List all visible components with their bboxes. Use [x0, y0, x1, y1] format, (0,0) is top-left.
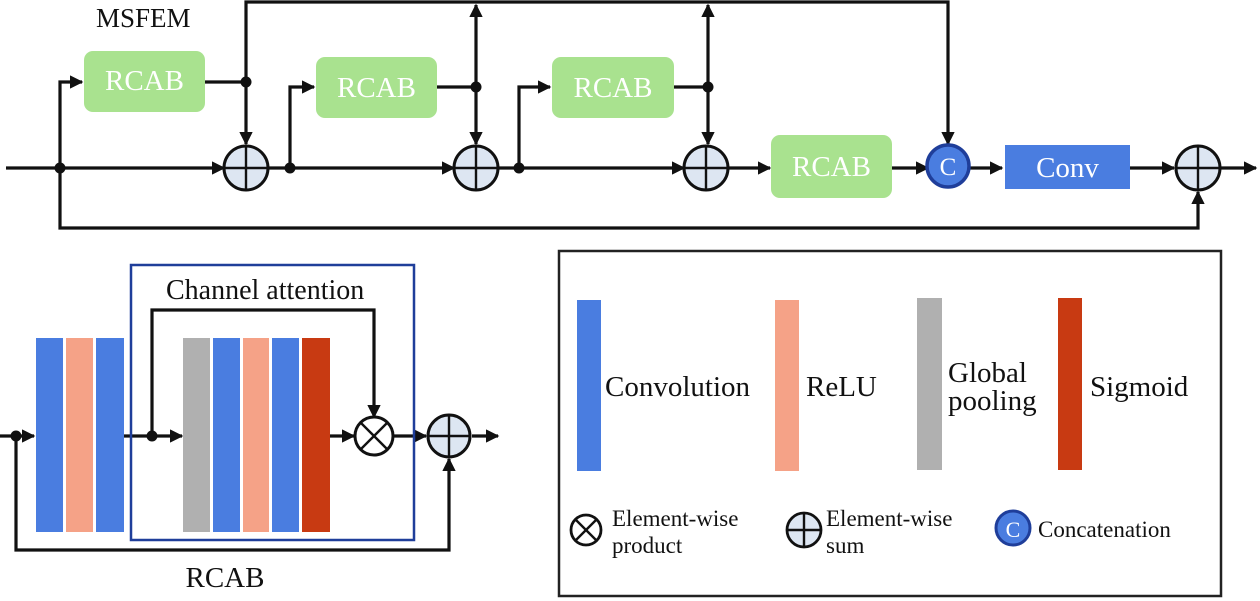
conv-bar: [96, 338, 124, 532]
relu-bar: [243, 338, 269, 532]
conv-bar: [272, 338, 299, 532]
sum-node-final: [1174, 144, 1222, 192]
channel-attention-frame: [129, 263, 416, 542]
legend-pooling-swatch: [917, 298, 942, 470]
rcab-caption: RCAB: [186, 562, 265, 594]
concat-node: C: [925, 143, 971, 189]
legend-sum-label-2: sum: [826, 533, 864, 558]
msfem-title: MSFEM: [96, 3, 191, 33]
sum-node-2: [452, 144, 500, 192]
sum-node-3: [682, 144, 730, 192]
concat-symbol: C: [940, 154, 957, 181]
legend-concat-icon: C: [994, 509, 1032, 547]
legend-conv-label: Convolution: [605, 371, 751, 403]
legend-pooling-label-2: pooling: [948, 385, 1037, 417]
legend: Convolution ReLU Global pooling Sigmoid …: [557, 249, 1223, 598]
msfem-connections: [6, 0, 1258, 230]
sum-node: [426, 413, 472, 459]
rcab-block-2: RCAB: [316, 57, 437, 118]
legend-relu-swatch: [775, 300, 799, 471]
legend-sum-icon: [785, 511, 823, 549]
rcab-block-1: RCAB: [84, 51, 205, 112]
relu-bar: [66, 338, 93, 532]
pooling-bar: [183, 338, 210, 532]
legend-concat-symbol: C: [1006, 517, 1021, 542]
legend-sum-label-1: Element-wise: [826, 506, 952, 531]
conv-label: Conv: [1036, 152, 1099, 184]
legend-conv-swatch: [577, 300, 601, 471]
rcab-block-3: RCAB: [552, 57, 674, 118]
channel-attention-label: Channel attention: [166, 275, 364, 306]
sigmoid-bar: [302, 338, 330, 532]
product-node: [353, 415, 395, 457]
legend-sigmoid-swatch: [1058, 298, 1082, 470]
conv-block: Conv: [1005, 145, 1130, 189]
sum-node-1: [222, 144, 270, 192]
legend-product-label-1: Element-wise: [612, 506, 738, 531]
legend-product-label-2: product: [612, 533, 683, 558]
rcab-label: RCAB: [337, 72, 416, 104]
legend-product-icon: [569, 513, 603, 547]
conv-bar: [213, 338, 240, 532]
conv-bar: [36, 338, 63, 532]
rcab-label: RCAB: [574, 72, 653, 104]
legend-frame: [557, 249, 1223, 598]
legend-concat-label: Concatenation: [1038, 517, 1171, 542]
legend-relu-label: ReLU: [806, 371, 877, 403]
legend-pooling-label-1: Global: [948, 357, 1027, 389]
rcab-label: RCAB: [792, 151, 871, 183]
rcab-label: RCAB: [105, 65, 184, 97]
rcab-detail: Channel attention RCAB: [0, 263, 500, 594]
legend-sigmoid-label: Sigmoid: [1090, 371, 1189, 403]
rcab-block-4: RCAB: [771, 135, 892, 198]
